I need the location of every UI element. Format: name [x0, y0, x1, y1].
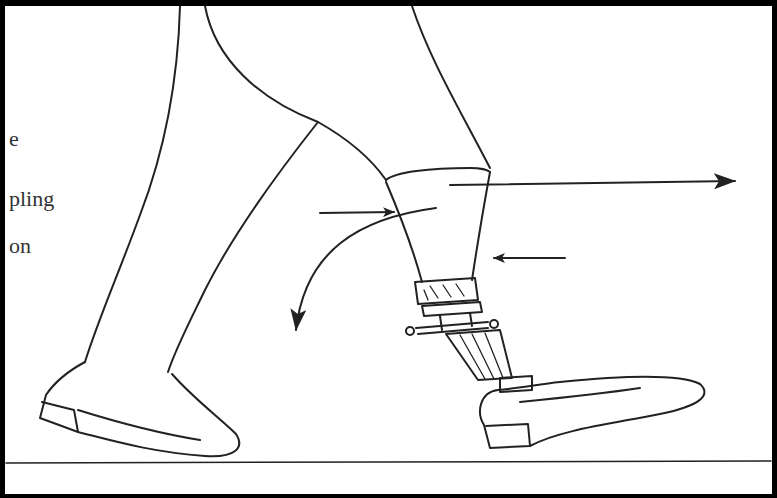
pylon-lines	[460, 333, 503, 379]
knee	[386, 168, 490, 180]
bolt	[406, 327, 414, 335]
back-leg	[168, 122, 318, 372]
rotation-arrow	[296, 208, 436, 330]
margin-label: e	[9, 128, 19, 150]
force-arrow	[494, 257, 565, 259]
frame	[772, 0, 777, 498]
stump	[386, 182, 422, 282]
force-arrow	[320, 212, 394, 213]
shoe-heel	[42, 402, 78, 432]
socket-band	[415, 278, 478, 304]
force-arrow	[450, 181, 735, 185]
bolt	[490, 320, 498, 328]
frame	[0, 0, 5, 498]
margin-label: pling	[9, 188, 54, 210]
stump	[472, 172, 490, 280]
socket-hatch	[424, 284, 464, 300]
shoe-heel	[486, 424, 530, 446]
ground-line	[6, 461, 771, 463]
adapter-link	[440, 313, 472, 330]
front-thigh	[205, 6, 386, 180]
pylon	[446, 330, 512, 380]
frame	[0, 0, 777, 6]
shoe-detail	[78, 410, 200, 440]
adapter-plate	[422, 302, 482, 316]
front-thigh	[412, 6, 490, 168]
front-shoe	[480, 377, 704, 448]
back-shoe	[40, 362, 239, 456]
back-leg	[85, 6, 180, 362]
shoe-detail	[520, 388, 640, 402]
frame	[0, 494, 777, 498]
margin-label: on	[9, 235, 31, 257]
